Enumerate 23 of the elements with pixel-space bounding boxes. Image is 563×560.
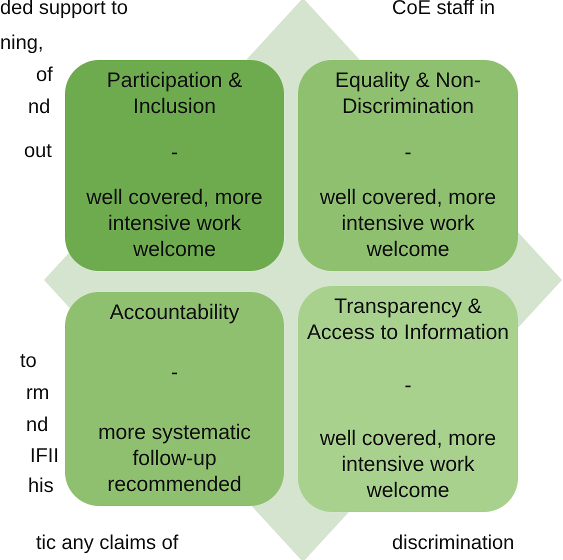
separator-dash: - — [171, 140, 178, 166]
card-text: well covered, more intensive work welcome — [318, 426, 498, 504]
separator-dash: - — [171, 360, 178, 386]
text-fragment: nd — [26, 413, 48, 437]
card-text: more systematic follow-up recommended — [97, 420, 252, 498]
text-fragment: to — [20, 349, 37, 373]
separator-dash: - — [404, 140, 412, 166]
text-fragment: tic any claims of — [36, 531, 178, 555]
card-heading: Participation & Inclusion — [106, 68, 244, 120]
card-heading: Accountability — [110, 300, 240, 326]
text-fragment: rm — [26, 381, 50, 405]
card-text: well covered, more intensive work welcome — [85, 185, 264, 263]
text-fragment: discrimination — [392, 531, 514, 555]
text-fragment: nd — [28, 95, 50, 119]
text-fragment: of — [36, 63, 53, 87]
text-fragment: IFII — [30, 444, 59, 468]
separator-dash: - — [404, 373, 412, 399]
text-fragment: out — [24, 139, 52, 163]
text-fragment: ning, — [0, 31, 44, 55]
card-text: well covered, more intensive work welcome — [318, 185, 498, 263]
card-heading: Transparency & Access to Information — [306, 294, 510, 346]
text-fragment: his — [28, 474, 54, 498]
card-heading: Equality & Non-Discrimination — [334, 68, 482, 120]
